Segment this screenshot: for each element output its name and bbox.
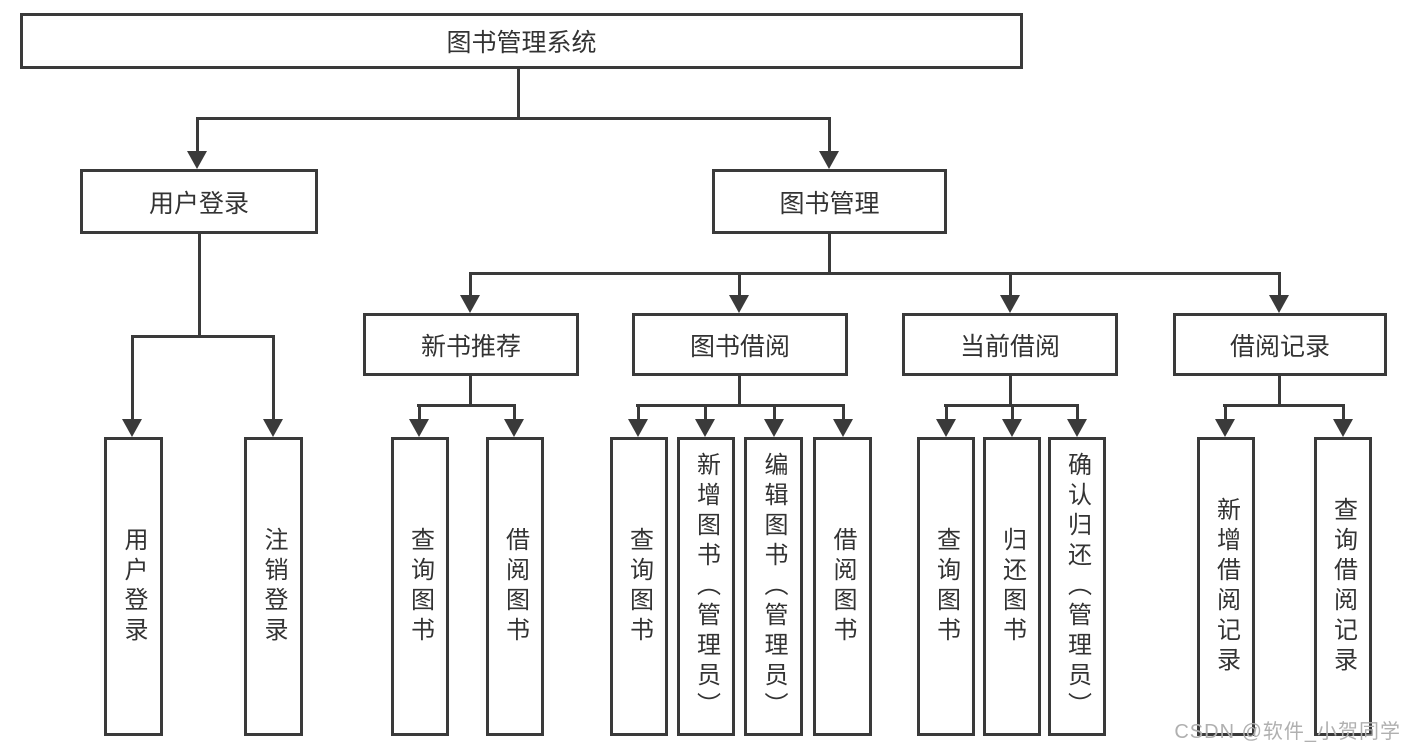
node-book-borrow: 图书借阅 <box>632 313 848 376</box>
connector-line <box>1011 404 1014 422</box>
connector-line <box>1224 404 1227 422</box>
connector-line <box>1278 272 1281 298</box>
leaf-records-add-record: 新增借阅记录 <box>1197 437 1255 736</box>
connector-line <box>1278 375 1281 407</box>
connector-line <box>945 404 948 422</box>
connector-line <box>418 404 421 422</box>
connector-line <box>197 117 831 120</box>
connector-line <box>773 404 776 422</box>
connector-line <box>517 68 520 120</box>
leaf-current-return-book: 归还图书 <box>983 437 1041 736</box>
connector-line <box>513 404 516 422</box>
node-current-borrow: 当前借阅 <box>902 313 1118 376</box>
connector-line <box>469 272 472 298</box>
node-book-mgmt-branch: 图书管理 <box>712 169 947 234</box>
connector-line <box>470 272 1281 275</box>
arrowhead-down-icon <box>819 151 839 169</box>
arrowhead-down-icon <box>1215 419 1235 437</box>
arrowhead-down-icon <box>1002 419 1022 437</box>
arrowhead-down-icon <box>729 295 749 313</box>
connector-line <box>1223 404 1345 407</box>
leaf-records-query-record: 查询借阅记录 <box>1314 437 1372 736</box>
arrowhead-down-icon <box>1067 419 1087 437</box>
arrowhead-down-icon <box>628 419 648 437</box>
node-user-login-branch: 用户登录 <box>80 169 318 234</box>
connector-line <box>738 375 741 407</box>
connector-line <box>1076 404 1079 422</box>
arrowhead-down-icon <box>122 419 142 437</box>
connector-line <box>469 375 472 407</box>
connector-line <box>417 404 516 407</box>
connector-line <box>132 335 275 338</box>
leaf-borrow-edit-book: 编辑图书（管理员） <box>744 437 803 736</box>
leaf-borrow-borrow-book: 借阅图书 <box>813 437 872 736</box>
arrowhead-down-icon <box>764 419 784 437</box>
leaf-rec-borrow-book: 借阅图书 <box>486 437 544 736</box>
leaf-rec-query-book: 查询图书 <box>391 437 449 736</box>
connector-line <box>1342 404 1345 422</box>
leaf-borrow-add-book: 新增图书（管理员） <box>677 437 735 736</box>
connector-line <box>637 404 640 422</box>
connector-line <box>828 117 831 155</box>
node-root: 图书管理系统 <box>20 13 1023 69</box>
arrowhead-down-icon <box>460 295 480 313</box>
connector-line <box>828 233 831 275</box>
node-new-book-recommend: 新书推荐 <box>363 313 579 376</box>
connector-line <box>131 335 134 422</box>
connector-line <box>196 117 199 155</box>
leaf-user-login: 用户登录 <box>104 437 163 736</box>
arrowhead-down-icon <box>1000 295 1020 313</box>
arrowhead-down-icon <box>187 151 207 169</box>
connector-line <box>842 404 845 422</box>
node-borrow-records: 借阅记录 <box>1173 313 1387 376</box>
connector-line <box>198 233 201 338</box>
arrowhead-down-icon <box>409 419 429 437</box>
leaf-current-confirm-return: 确认归还（管理员） <box>1048 437 1106 736</box>
arrowhead-down-icon <box>263 419 283 437</box>
arrowhead-down-icon <box>833 419 853 437</box>
connector-line <box>272 335 275 422</box>
arrowhead-down-icon <box>504 419 524 437</box>
arrowhead-down-icon <box>1333 419 1353 437</box>
leaf-current-query-book: 查询图书 <box>917 437 975 736</box>
connector-line <box>1009 272 1012 298</box>
connector-line <box>704 404 707 422</box>
arrowhead-down-icon <box>695 419 715 437</box>
arrowhead-down-icon <box>936 419 956 437</box>
leaf-borrow-query-book: 查询图书 <box>610 437 668 736</box>
csdn-watermark: CSDN @软件_小贺同学 <box>1174 721 1401 743</box>
leaf-logout: 注销登录 <box>244 437 303 736</box>
arrowhead-down-icon <box>1269 295 1289 313</box>
connector-line <box>1009 375 1012 407</box>
connector-line <box>738 272 741 298</box>
